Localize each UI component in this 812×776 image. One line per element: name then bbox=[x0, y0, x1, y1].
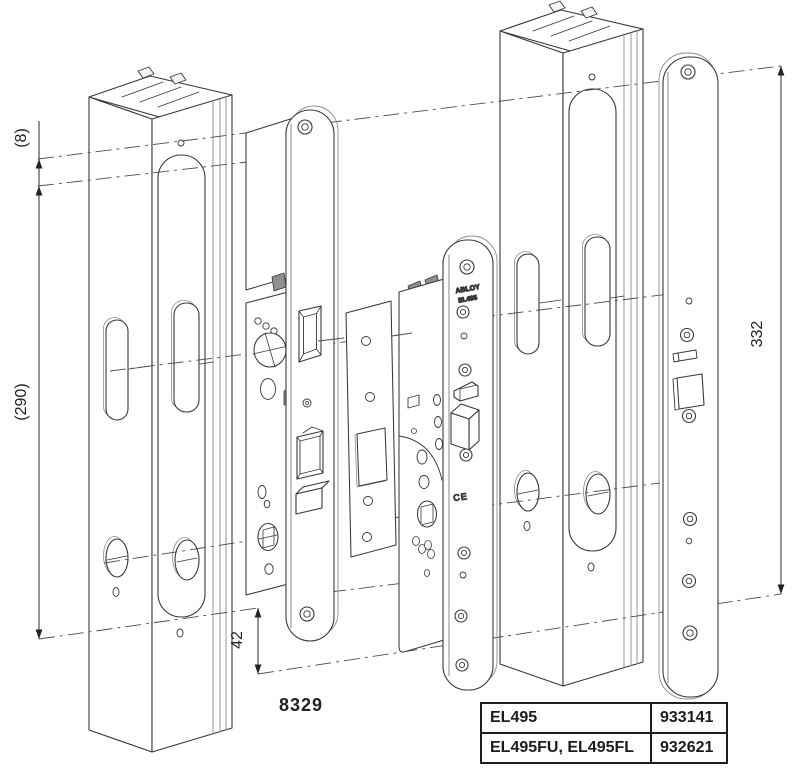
dimension-290-label: (290) bbox=[13, 383, 30, 420]
dimension-8-label: (8) bbox=[13, 128, 30, 148]
dimension-lines bbox=[35, 66, 785, 674]
dimension-332-label: 332 bbox=[749, 321, 766, 348]
faceplate-right: ABLOY EL495 CE bbox=[442, 235, 498, 691]
centerline-ticks bbox=[317, 332, 413, 342]
table-row: EL495 933141 bbox=[480, 702, 728, 734]
part-number-label: 8329 bbox=[279, 695, 323, 715]
table-model-cell: EL495 bbox=[480, 702, 652, 734]
door-profile-left bbox=[88, 66, 233, 753]
table-code-cell: 932621 bbox=[650, 732, 728, 764]
ce-mark-text: CE bbox=[453, 491, 469, 503]
table-row: EL495FU, EL495FL 932621 bbox=[480, 732, 728, 764]
faceplate-model-text: EL495 bbox=[458, 294, 478, 304]
dimension-texts: (8) (290) 332 42 8329 bbox=[13, 128, 766, 715]
dimension-42-label: 42 bbox=[229, 631, 246, 649]
mounting-plate bbox=[345, 300, 397, 558]
strike-plate-right bbox=[658, 52, 719, 700]
lock-body-right bbox=[398, 274, 445, 653]
product-table: EL495 933141 EL495FU, EL495FL 932621 bbox=[480, 702, 728, 764]
table-code-cell: 933141 bbox=[650, 702, 728, 734]
faceplate-left bbox=[285, 105, 339, 642]
door-profile-right bbox=[499, 0, 644, 687]
table-model-cell: EL495FU, EL495FL bbox=[480, 732, 652, 764]
